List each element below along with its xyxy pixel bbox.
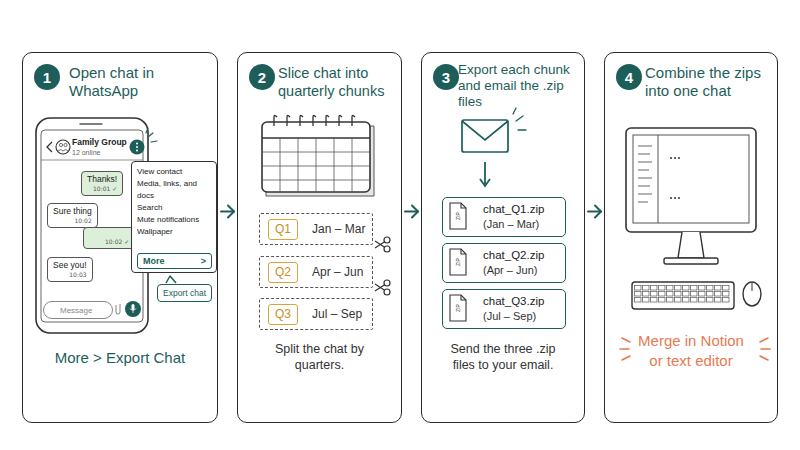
flow-arrow	[405, 206, 418, 218]
callout-box: Export chat	[157, 284, 212, 302]
quarter-tag: Q3	[268, 304, 298, 325]
chat-bubble: Thanks!10:01 ✓	[81, 171, 123, 196]
step-number: 4	[616, 64, 642, 90]
label-text: Q2	[275, 265, 291, 280]
step-number: 1	[34, 64, 60, 90]
label-text: chat_Q2.zip	[483, 248, 561, 263]
chat-bubble: 10:02 ✓	[83, 227, 135, 249]
label-text: Export chat	[163, 287, 206, 299]
computer-illustration	[626, 128, 761, 309]
label-text: Search	[137, 202, 212, 214]
label-text: ZIP	[455, 300, 461, 316]
chat-bubble: See you!10:03	[47, 257, 93, 282]
label-text: 10:03	[53, 271, 87, 279]
label-text: 2	[258, 69, 266, 86]
label-text: 10:02	[53, 217, 92, 225]
label-text: (Jan – Mar)	[483, 217, 561, 232]
label-text: Media, links, and docs	[137, 178, 212, 202]
menu-item-highlight: More >	[137, 253, 212, 269]
label-text: (Jul – Sep)	[483, 309, 561, 324]
label-text: ZIP	[455, 254, 461, 270]
quarter-row: Jan – Mar Q1	[259, 213, 373, 245]
arrow-head	[412, 206, 418, 218]
label-text: Q1	[275, 222, 291, 237]
label-text: Send the three .zip files to your email.	[422, 341, 584, 373]
label-text: More > Export Chat	[23, 349, 217, 366]
label-text: 4	[625, 69, 633, 86]
arrow-head	[595, 206, 601, 218]
label-text: >	[201, 255, 206, 267]
envelope-illustration	[462, 108, 526, 186]
label-text: Message	[60, 305, 108, 316]
label-text: Family Group	[72, 137, 127, 147]
label-text: Jul – Sep	[312, 307, 362, 321]
label-text: 1	[43, 69, 51, 86]
step-panel: Combine the zips into one chatMerge in N…	[604, 52, 778, 423]
label-text: Sure thing	[53, 206, 92, 217]
label-text: ZIP	[455, 208, 461, 224]
step-number: 3	[433, 64, 459, 90]
step-panel: Export each chunk and email the .zip fil…	[421, 52, 585, 423]
calendar-illustration	[262, 116, 374, 197]
label-text: 12 online	[72, 149, 100, 156]
label-text: Mute notifications	[137, 214, 212, 226]
step-number: 2	[249, 64, 275, 90]
label-text: Apr – Jun	[312, 265, 363, 279]
label-text: Split the chat by quarters.	[238, 341, 401, 373]
label-text: 3	[442, 69, 450, 86]
label-text: View contact	[137, 166, 212, 178]
flow-arrow	[221, 206, 234, 218]
label-text: Combine the zips into one chat	[645, 64, 773, 100]
quarter-row: Jul – Sep Q3	[259, 298, 373, 330]
quarter-tag: Q2	[268, 262, 298, 283]
quarter-row: Apr – Jun Q2	[259, 256, 373, 288]
label-text: 10:01 ✓	[87, 185, 117, 193]
label-text: Wallpaper	[137, 226, 212, 238]
dropdown-menu: View contactMedia, links, and docsSearch…	[131, 161, 217, 273]
scissors-icon	[375, 237, 390, 295]
chat-bubble: Sure thing10:02	[47, 203, 98, 228]
label-text: 10:02 ✓	[89, 230, 129, 246]
arrow-head	[228, 206, 234, 218]
label-text: chat_Q3.zip	[483, 294, 561, 309]
label-text: Slice chat into quarterly chunks	[278, 64, 400, 100]
label-text: Export each chunk and email the .zip fil…	[458, 62, 584, 110]
step-panel: Open chat in WhatsAppMore > Export Chat 1…	[22, 52, 218, 423]
label-text: More	[143, 255, 165, 267]
label-text: Q3	[275, 307, 291, 322]
zip-file-icons	[450, 203, 466, 321]
flow-arrow	[588, 206, 601, 218]
step-panel: Slice chat into quarterly chunksSplit th…	[237, 52, 402, 423]
label-text: Merge in Notion or text editor	[605, 331, 777, 371]
message-input: Message	[43, 301, 113, 319]
label-text: See you!	[53, 260, 87, 271]
label-text: Open chat in WhatsApp	[69, 64, 209, 100]
quarter-tag: Q1	[268, 219, 298, 240]
label-text: chat_Q1.zip	[483, 202, 561, 217]
label-text: Jan – Mar	[312, 222, 365, 236]
label-text: Thanks!	[87, 174, 117, 185]
label-text: (Apr – Jun)	[483, 263, 561, 278]
